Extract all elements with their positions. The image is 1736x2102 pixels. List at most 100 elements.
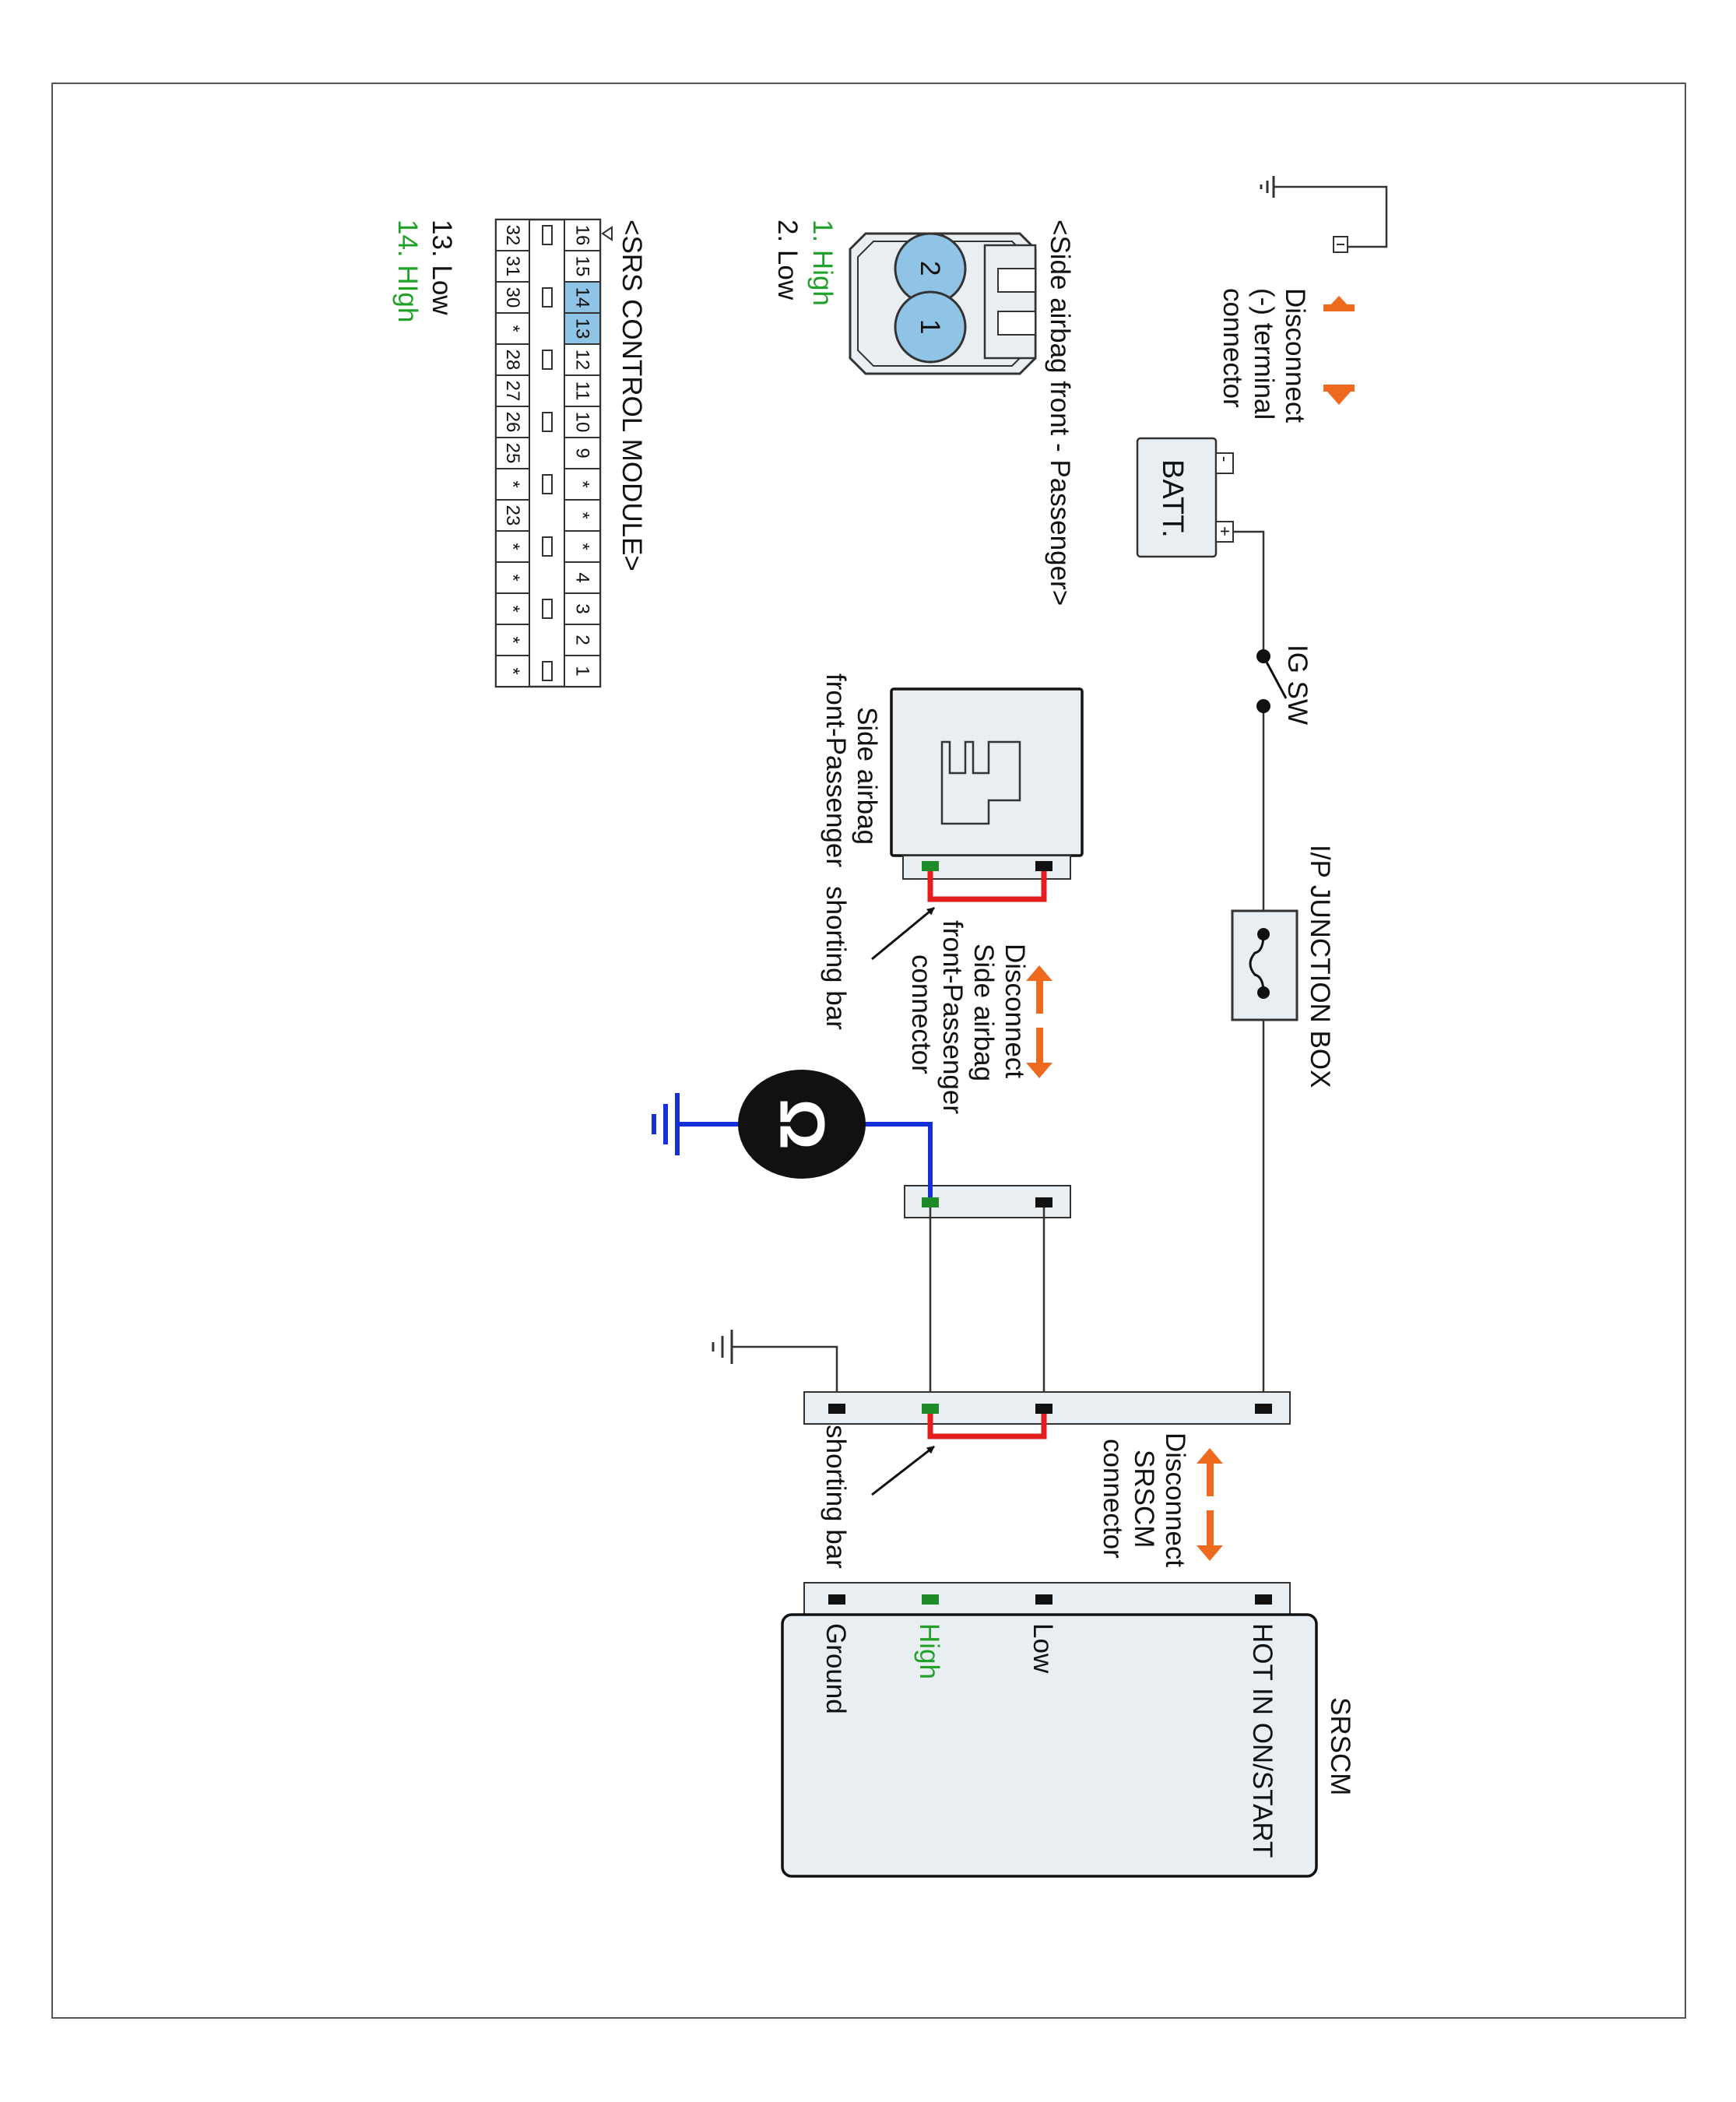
srs-pin-label: * xyxy=(572,480,593,487)
srs-pin-cell xyxy=(564,281,601,314)
srscm-terminal-ground: Ground xyxy=(821,1623,851,1714)
ohmmeter-icon: Ω xyxy=(738,1070,866,1179)
srscm-title: SRSCM xyxy=(1325,1697,1355,1795)
srs-pin-cell xyxy=(564,312,601,345)
srs-pin-cell xyxy=(564,561,601,594)
side-airbag-module xyxy=(890,687,1084,880)
srs-pin-label: * xyxy=(502,543,523,550)
srs-pin-cell xyxy=(564,624,601,656)
srscm-shorting-bar xyxy=(927,1414,1047,1439)
srscm-terminal-high: High xyxy=(914,1623,944,1679)
srs-pin-label: 27 xyxy=(502,381,523,402)
srscm-harness-connector xyxy=(803,1391,1291,1425)
side-airbag-connector-face xyxy=(849,232,1037,375)
srs-connector-key xyxy=(542,474,553,494)
srs-pin-label: 31 xyxy=(502,256,523,277)
srs-pin-label: 1 xyxy=(572,666,593,676)
disconnect-arrow-icon xyxy=(1026,965,1052,1078)
disconnect-arrow-icon xyxy=(1197,1448,1223,1561)
srs-pin-label: 26 xyxy=(502,412,523,433)
ig-switch-label: IG SW xyxy=(1282,645,1313,725)
srs-connector-key xyxy=(542,661,553,681)
battery-plus-sign: + xyxy=(1215,526,1235,536)
srs-pin-label: 25 xyxy=(502,443,523,464)
side-airbag-disconnect-label-2: Side airbag xyxy=(968,944,999,1081)
srs-pin-label: * xyxy=(502,605,523,612)
srs-module-pin-legend-2: 14. HIgh xyxy=(392,220,423,322)
disconnect-arrow-icon xyxy=(1323,296,1355,405)
ground-icon xyxy=(1260,176,1275,198)
side-airbag-pin-2: 2 xyxy=(915,261,945,276)
srs-pin-label: 28 xyxy=(502,350,523,371)
srs-pin-label: * xyxy=(502,480,523,487)
side-airbag-connector-title: <Side airbag front - Passenger> xyxy=(1045,220,1075,606)
srs-pin-label: 23 xyxy=(502,505,523,526)
battery-disconnect-label-3: connector xyxy=(1218,288,1248,408)
switch-icon xyxy=(1256,649,1288,713)
srscm-disconnect-label-3: connector xyxy=(1098,1439,1128,1559)
srs-pin-label: 10 xyxy=(572,412,593,433)
srs-pin-label: 2 xyxy=(572,634,593,645)
srs-pin-label: 13 xyxy=(572,318,593,339)
srs-pin-cell xyxy=(495,312,530,345)
side-airbag-pin-1: 1 xyxy=(915,319,945,334)
srs-pin-cell xyxy=(564,530,601,563)
side-airbag-disconnect-label-3: front-Passenger xyxy=(937,920,968,1114)
battery-disconnect-label-1: Disconnect xyxy=(1280,288,1310,423)
srs-pin-label: 9 xyxy=(572,448,593,458)
junction-box-label: I/P JUNCTION BOX xyxy=(1305,845,1335,1088)
srs-connector-key xyxy=(542,412,553,432)
battery-ground-wire xyxy=(1274,185,1388,248)
srscm-module xyxy=(781,1582,1318,1878)
srs-pin-label: * xyxy=(572,543,593,550)
srs-pin-cell xyxy=(495,499,530,532)
srs-connector-key xyxy=(542,350,553,370)
srs-pin-label: 3 xyxy=(572,603,593,613)
srs-pin-label: 14 xyxy=(572,287,593,308)
power-wire xyxy=(1233,530,1265,1405)
battery-label: BATT. xyxy=(1156,459,1189,538)
side-airbag-disconnect-label-4: connector xyxy=(906,954,937,1074)
battery-disconnect-label-2: (-) terminal xyxy=(1249,288,1279,420)
side-airbag-label-2: front-Passenger xyxy=(821,673,851,867)
srs-pin-label: 4 xyxy=(572,572,593,582)
ground-icon xyxy=(712,1330,733,1364)
srs-pin-cell xyxy=(495,624,530,656)
srs-pin-label: 16 xyxy=(572,225,593,246)
battery-minus-sign: - xyxy=(1215,456,1235,462)
srs-module-connector-title: <SRS CONTROL MODULE> xyxy=(617,220,647,571)
side-airbag-label-1: Side airbag xyxy=(852,707,882,845)
side-airbag-shorting-bar-label: shorting bar xyxy=(821,886,851,1030)
srs-pin-label: 12 xyxy=(572,350,593,371)
srs-pin-cell xyxy=(495,655,530,687)
fuse-icon xyxy=(1231,909,1298,1021)
srs-pin-label: * xyxy=(502,325,523,332)
srs-pin-label: 30 xyxy=(502,287,523,308)
srs-pin-cell xyxy=(495,250,530,283)
srs-pin-label: 32 xyxy=(502,225,523,246)
srscm-terminal-hot: HOT IN ON/START xyxy=(1247,1623,1277,1858)
side-airbag-pin-legend-2: 2. Low xyxy=(772,220,803,301)
diagram-frame xyxy=(51,83,1686,2019)
srs-pin-cell xyxy=(495,468,530,501)
srs-pin-cell xyxy=(495,406,530,438)
srs-pin-cell xyxy=(495,437,530,469)
srs-pin-cell xyxy=(495,561,530,594)
srs-connector-key xyxy=(542,599,553,619)
srs-pin-label: * xyxy=(502,574,523,581)
ground-icon xyxy=(652,1093,680,1155)
srs-pin-cell xyxy=(564,250,601,283)
srs-pin-cell xyxy=(495,530,530,563)
srs-pin-label: 15 xyxy=(572,256,593,277)
srs-pin-cell xyxy=(564,499,601,532)
srs-connector-key xyxy=(542,287,553,308)
ohmmeter-test-lead xyxy=(864,1122,933,1197)
side-airbag-shorting-bar-pointer xyxy=(871,906,935,961)
harness-wires xyxy=(732,1207,1045,1404)
srs-pin-label: * xyxy=(502,667,523,674)
srscm-shorting-bar-pointer xyxy=(871,1445,935,1496)
side-airbag-shorting-bar xyxy=(927,871,1047,902)
srscm-shorting-bar-label: shorting bar xyxy=(821,1425,851,1569)
